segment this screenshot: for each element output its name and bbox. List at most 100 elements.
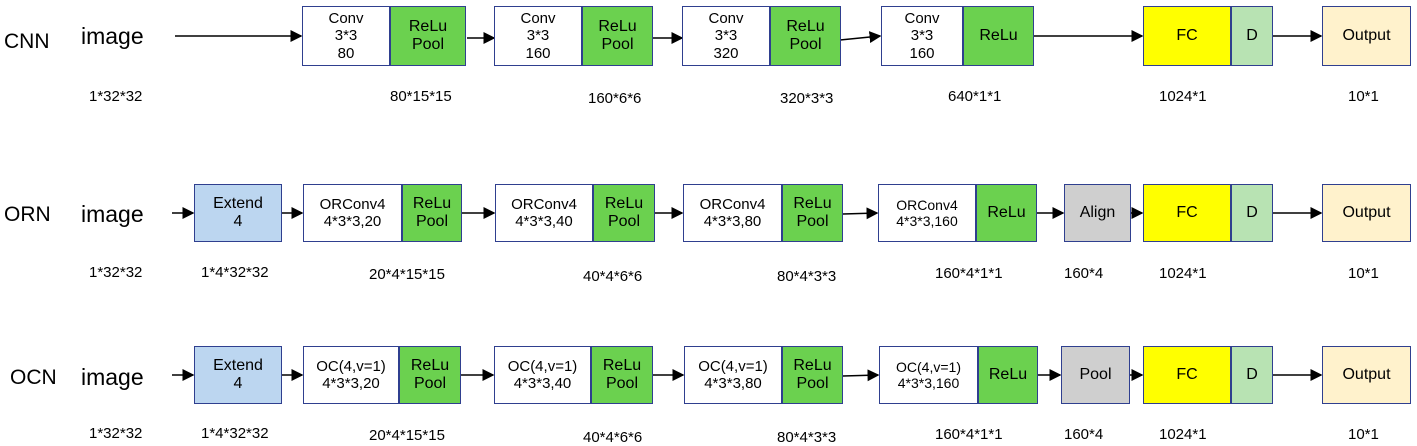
fc-label: FC bbox=[1176, 26, 1198, 44]
arrow bbox=[839, 31, 882, 44]
output-block: Output bbox=[1322, 6, 1411, 66]
extend-factor: 4 bbox=[233, 213, 243, 230]
dim-label: 1024*1 bbox=[1159, 265, 1207, 282]
dim-label: 40*4*6*6 bbox=[583, 429, 643, 446]
conv-params: 4*3*3,80 bbox=[703, 213, 762, 230]
extend-block: Extend 4 bbox=[194, 184, 282, 242]
oc-block: OC(4,v=1) 4*3*3,160 bbox=[879, 346, 978, 404]
arrow bbox=[842, 369, 880, 382]
pool-label: Pool bbox=[605, 375, 639, 392]
activation-label: ReLu bbox=[410, 356, 450, 374]
activation-label: ReLu bbox=[793, 194, 832, 212]
conv-params: 4*3*3,160 bbox=[897, 375, 960, 391]
extend-block: Extend 4 bbox=[194, 346, 282, 404]
orconv-block: ORConv4 4*3*3,160 bbox=[878, 184, 976, 242]
relu-pool-block: ReLu Pool bbox=[782, 346, 843, 404]
dim-label: 1*4*32*32 bbox=[201, 425, 269, 442]
pool-label: Pool bbox=[796, 375, 829, 392]
extend-factor: 4 bbox=[233, 375, 243, 392]
dim-label: 320*3*3 bbox=[780, 90, 834, 107]
orconv-block: ORConv4 4*3*3,80 bbox=[683, 184, 782, 242]
relu-pool-block: ReLu Pool bbox=[782, 184, 843, 242]
activation-label: ReLu bbox=[793, 356, 832, 374]
fc-label: FC bbox=[1176, 203, 1198, 221]
relu-pool-block: ReLu Pool bbox=[582, 6, 653, 66]
conv-block: Conv 3*3 160 bbox=[494, 6, 582, 66]
conv-name: OC(4,v=1) bbox=[698, 357, 768, 375]
orconv-block: ORConv4 4*3*3,20 bbox=[303, 184, 402, 242]
conv-channels: 160 bbox=[909, 44, 935, 62]
fc-block: FC bbox=[1143, 184, 1231, 242]
dim-label: 1*32*32 bbox=[89, 264, 143, 281]
conv-name: OC(4,v=1) bbox=[896, 358, 961, 375]
dim-label: 1*32*32 bbox=[89, 425, 143, 442]
dim-label: 160*6*6 bbox=[588, 90, 642, 107]
fc-label: FC bbox=[1176, 365, 1198, 383]
conv-params: 4*3*3,20 bbox=[322, 375, 380, 392]
conv-channels: 320 bbox=[713, 44, 739, 62]
dim-label: 80*15*15 bbox=[390, 88, 452, 105]
orconv-block: ORConv4 4*3*3,40 bbox=[495, 184, 593, 242]
pool-label: Pool bbox=[796, 213, 829, 230]
dim-label: 160*4*1*1 bbox=[935, 265, 1003, 282]
dropout-block: D bbox=[1231, 184, 1273, 242]
dim-label: 10*1 bbox=[1348, 88, 1379, 105]
activation-label: ReLu bbox=[987, 203, 1026, 221]
pool-label: Pool bbox=[1079, 365, 1112, 383]
dim-label: 640*1*1 bbox=[948, 88, 1002, 105]
dim-label: 1024*1 bbox=[1159, 426, 1207, 443]
dim-label: 1024*1 bbox=[1159, 88, 1207, 105]
row-label-orn: ORN bbox=[4, 203, 51, 226]
conv-name: ORConv4 bbox=[511, 195, 577, 213]
dropout-block: D bbox=[1231, 346, 1273, 404]
dropout-block: D bbox=[1231, 6, 1273, 66]
dim-label: 20*4*15*15 bbox=[369, 266, 445, 283]
conv-name: Conv bbox=[520, 10, 556, 28]
pool-label: Pool bbox=[413, 375, 447, 392]
dim-label: 160*4 bbox=[1064, 426, 1104, 443]
pool-label: Pool bbox=[607, 213, 641, 230]
dropout-label: D bbox=[1246, 203, 1258, 221]
conv-name: Conv bbox=[904, 10, 940, 28]
output-block: Output bbox=[1322, 346, 1411, 404]
oc-block: OC(4,v=1) 4*3*3,40 bbox=[494, 346, 591, 404]
extend-label: Extend bbox=[213, 356, 263, 374]
activation-label: ReLu bbox=[598, 17, 637, 35]
relu-pool-block: ReLu Pool bbox=[770, 6, 841, 66]
pool-label: Pool bbox=[789, 36, 822, 53]
dim-label: 160*4 bbox=[1064, 265, 1104, 282]
conv-params: 4*3*3,20 bbox=[323, 213, 382, 230]
relu-pool-block: ReLu Pool bbox=[402, 184, 462, 242]
row-label-ocn: OCN bbox=[10, 366, 57, 389]
fc-block: FC bbox=[1143, 6, 1231, 66]
conv-kernel: 3*3 bbox=[910, 27, 934, 45]
pool-label: Pool bbox=[411, 36, 445, 53]
dim-label: 80*4*3*3 bbox=[777, 429, 837, 446]
conv-kernel: 3*3 bbox=[714, 27, 738, 45]
row-label-cnn: CNN bbox=[4, 30, 50, 53]
output-label: Output bbox=[1342, 203, 1391, 221]
conv-kernel: 3*3 bbox=[526, 27, 550, 45]
relu-pool-block: ReLu Pool bbox=[399, 346, 461, 404]
oc-block: OC(4,v=1) 4*3*3,20 bbox=[303, 346, 399, 404]
dim-label: 10*1 bbox=[1348, 426, 1379, 443]
dim-label: 160*4*1*1 bbox=[935, 426, 1003, 443]
input-label: image bbox=[81, 23, 144, 49]
output-block: Output bbox=[1322, 184, 1411, 242]
conv-kernel: 3*3 bbox=[334, 27, 358, 45]
relu-pool-block: ReLu Pool bbox=[591, 346, 653, 404]
output-label: Output bbox=[1342, 26, 1391, 44]
relu-block: ReLu bbox=[978, 346, 1038, 404]
conv-name: OC(4,v=1) bbox=[507, 357, 578, 375]
conv-channels: 160 bbox=[525, 44, 551, 62]
dim-label: 10*1 bbox=[1348, 265, 1379, 282]
pool-label: Pool bbox=[601, 36, 634, 53]
activation-label: ReLu bbox=[604, 194, 644, 212]
fc-block: FC bbox=[1143, 346, 1231, 404]
align-block: Align bbox=[1064, 184, 1131, 242]
extend-label: Extend bbox=[213, 194, 263, 212]
conv-channels: 80 bbox=[337, 44, 355, 62]
activation-label: ReLu bbox=[602, 356, 642, 374]
dropout-label: D bbox=[1246, 365, 1258, 383]
